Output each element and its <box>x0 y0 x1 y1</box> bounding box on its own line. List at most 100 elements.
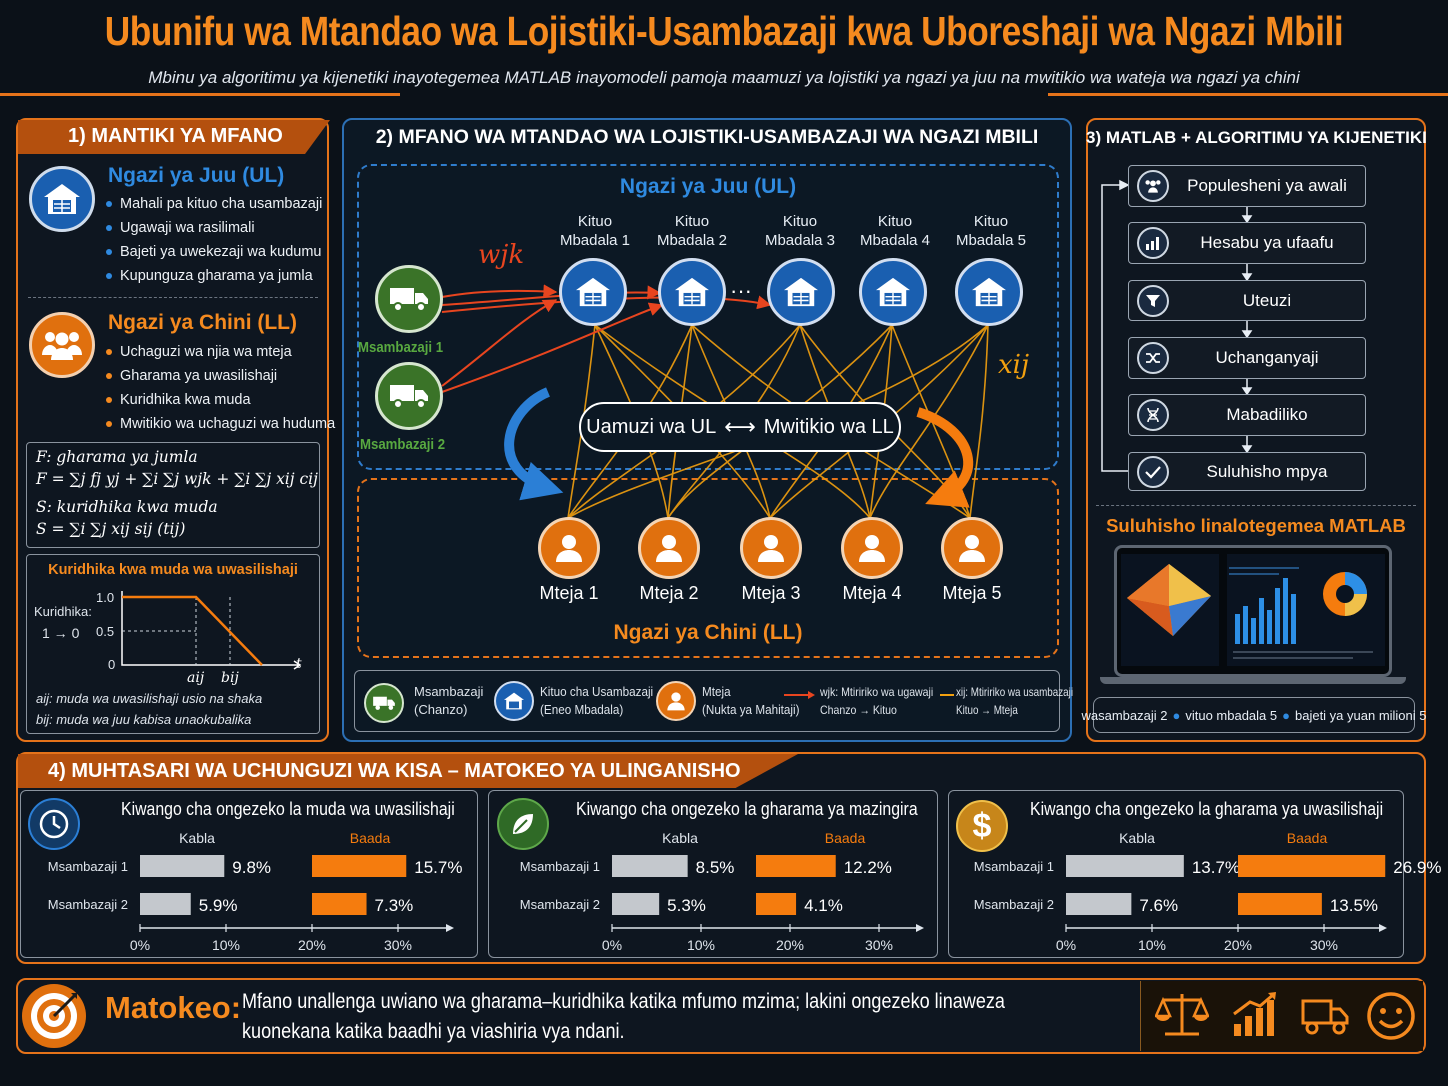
bar-label-after: 12.2% <box>844 858 892 877</box>
growth-chart-icon <box>1230 990 1280 1045</box>
panel3-divider <box>1096 505 1416 506</box>
formula-s-label: S: kuridhika kwa muda <box>36 498 218 516</box>
panel4-title: 4) MUHTASARI WA UCHUNGUZI WA KISA – MATO… <box>48 760 741 782</box>
ll-bullet: Uchaguzi wa njia wa mteja <box>106 344 335 368</box>
satisfaction-ylabel: Kuridhika: <box>34 604 92 619</box>
customer-person-icon <box>941 517 1003 579</box>
satisfaction-xtick-a: aij <box>187 670 205 686</box>
matlab-parameters: wasambazaji 2●vituo mbadala 5●bajeti ya … <box>1081 697 1427 733</box>
supplier-label-1: Msambazaji 1 <box>358 339 444 356</box>
bar-before <box>1066 893 1132 915</box>
satisfaction-chart-box <box>26 554 320 734</box>
clock-icon <box>28 798 80 850</box>
category-label: Msambazaji 2 <box>974 897 1054 912</box>
xij-label: xij <box>998 350 1030 380</box>
x-tick-label: 10% <box>687 937 715 953</box>
ll-bullet: Gharama ya uwasilishaji <box>106 368 335 392</box>
laptop-screen <box>1114 545 1392 677</box>
ga-step-new-solution: Suluhisho mpya <box>1128 452 1366 491</box>
balance-scale-icon <box>1154 990 1210 1045</box>
bar-label-before: 13.7% <box>1192 858 1240 877</box>
formula-box <box>26 442 320 548</box>
ul-bullets: Mahali pa kituo cha usambazaji Ugawaji w… <box>106 196 322 292</box>
ga-step-selection: Uteuzi <box>1128 280 1366 321</box>
x-tick-label: 0% <box>1056 937 1076 953</box>
bar-before <box>140 855 225 877</box>
bar-after <box>1238 893 1322 915</box>
x-tick-label: 20% <box>776 937 804 953</box>
legend-customer-text: Mteja(Nukta ya Mahitaji) <box>702 684 800 717</box>
people-group-icon <box>29 312 95 378</box>
customer-person-icon <box>841 517 903 579</box>
bar-label-before: 5.9% <box>199 896 238 915</box>
ga-step-initial-population: Populesheni ya awali <box>1128 165 1366 207</box>
bar-after <box>756 855 836 877</box>
check-icon <box>1137 455 1169 488</box>
warehouse-icon <box>29 166 95 232</box>
legend-supplier-text: Msambazaji(Chanzo) <box>414 684 484 717</box>
x-axis-arrow <box>446 924 454 932</box>
distribution-center-icon <box>658 258 726 326</box>
bar-before <box>612 855 688 877</box>
distribution-center-icon <box>955 258 1023 326</box>
category-label: Msambazaji 2 <box>520 897 600 912</box>
x-tick-label: 10% <box>1138 937 1166 953</box>
bar-before <box>612 893 660 915</box>
results-text-line2: kuonekana katika baadhi ya viashiria vya… <box>242 1020 625 1043</box>
formula-f-equation: F = ∑j fj yj + ∑i ∑j wjk + ∑i ∑j xij cij <box>36 470 318 488</box>
distribution-center-icon <box>859 258 927 326</box>
population-icon <box>1137 170 1169 202</box>
ga-step-fitness: Hesabu ya ufaafu <box>1128 222 1366 264</box>
bar-label-after: 15.7% <box>414 858 462 877</box>
matlab-title: Suluhisho linalotegemea MATLAB <box>1106 515 1406 536</box>
bar-before <box>140 893 191 915</box>
customer-person-icon <box>638 517 700 579</box>
satisfaction-note-a: aij: muda wa uwasilishaji usio na shaka <box>36 691 263 706</box>
ll-bullet: Kuridhika kwa muda <box>106 392 335 416</box>
legend-supplier-icon <box>364 683 404 723</box>
ul-region <box>357 164 1059 470</box>
chart-title-delivery-cost: Kiwango cha ongezeko la gharama ya uwasi… <box>1030 799 1384 819</box>
satisfaction-ytick: 1.0 <box>96 590 115 605</box>
category-label: Msambazaji 1 <box>520 859 600 874</box>
x-tick-label: 10% <box>212 937 240 953</box>
series-header-before: Kabla <box>662 830 698 846</box>
satisfaction-ytick: 0 <box>108 657 116 672</box>
ga-flow-arrows <box>1101 179 1253 472</box>
smiley-icon <box>1366 991 1416 1046</box>
category-label: Msambazaji 1 <box>48 859 128 874</box>
ll-region <box>357 478 1059 658</box>
ul-bullet: Ugawaji wa rasilimali <box>106 220 322 244</box>
category-label: Msambazaji 2 <box>48 897 128 912</box>
satisfaction-plot <box>121 591 302 670</box>
customer-label-2: Mteja 2 <box>639 583 699 603</box>
satisfaction-t-label: t <box>296 656 302 672</box>
ul-bullet: Kupunguza gharama ya jumla <box>106 268 322 292</box>
decision-response-box: Uamuzi wa UL⟷Mwitikio wa LL <box>579 402 901 452</box>
centers-ellipsis: ··· <box>730 278 752 303</box>
distribution-center-icon <box>767 258 835 326</box>
bar-before <box>1066 855 1184 877</box>
customer-label-3: Mteja 3 <box>741 583 801 603</box>
wjk-label: wjk <box>478 240 525 270</box>
customer-person-icon <box>538 517 600 579</box>
chart-card <box>20 790 478 958</box>
x-tick-label: 30% <box>865 937 893 953</box>
bar-after <box>756 893 797 915</box>
shuffle-icon <box>1137 342 1169 374</box>
ll-heading: Ngazi ya Chini (LL) <box>108 311 297 334</box>
x-tick-label: 20% <box>1224 937 1252 953</box>
dollar-icon: $ <box>956 800 1008 852</box>
results-label: Matokeo: <box>105 990 242 1025</box>
ga-step-mutation: Mabadiliko <box>1128 394 1366 436</box>
supplier-truck-icon <box>375 265 443 333</box>
header-divider-left <box>0 93 400 96</box>
bar-label-after: 26.9% <box>1393 858 1441 877</box>
ll-bullets: Uchaguzi wa njia wa mteja Gharama ya uwa… <box>106 344 335 440</box>
